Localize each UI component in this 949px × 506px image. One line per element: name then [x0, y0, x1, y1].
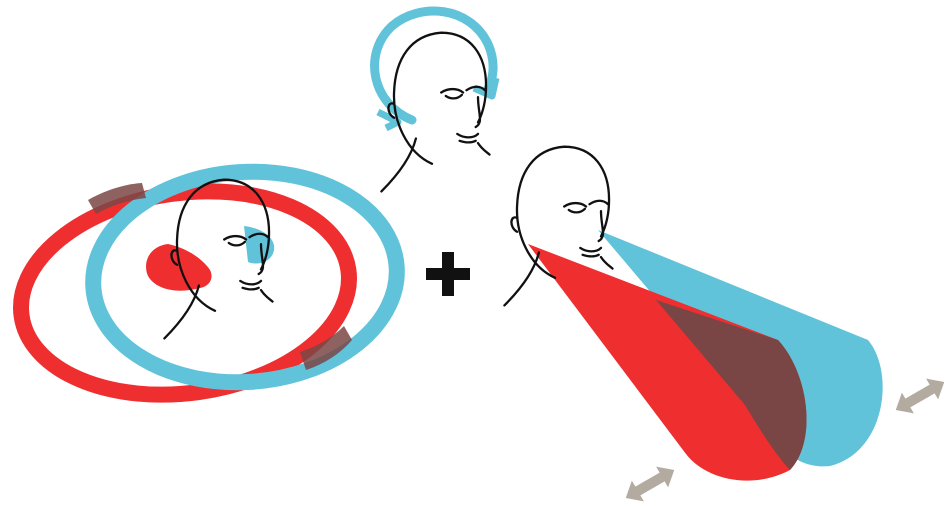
left-figure [8, 162, 404, 415]
top-figure [375, 11, 496, 191]
red-blob-icon [146, 244, 212, 291]
rotation-arrow-icon [375, 11, 496, 128]
plus-icon [426, 252, 470, 296]
right-figure [504, 147, 882, 481]
